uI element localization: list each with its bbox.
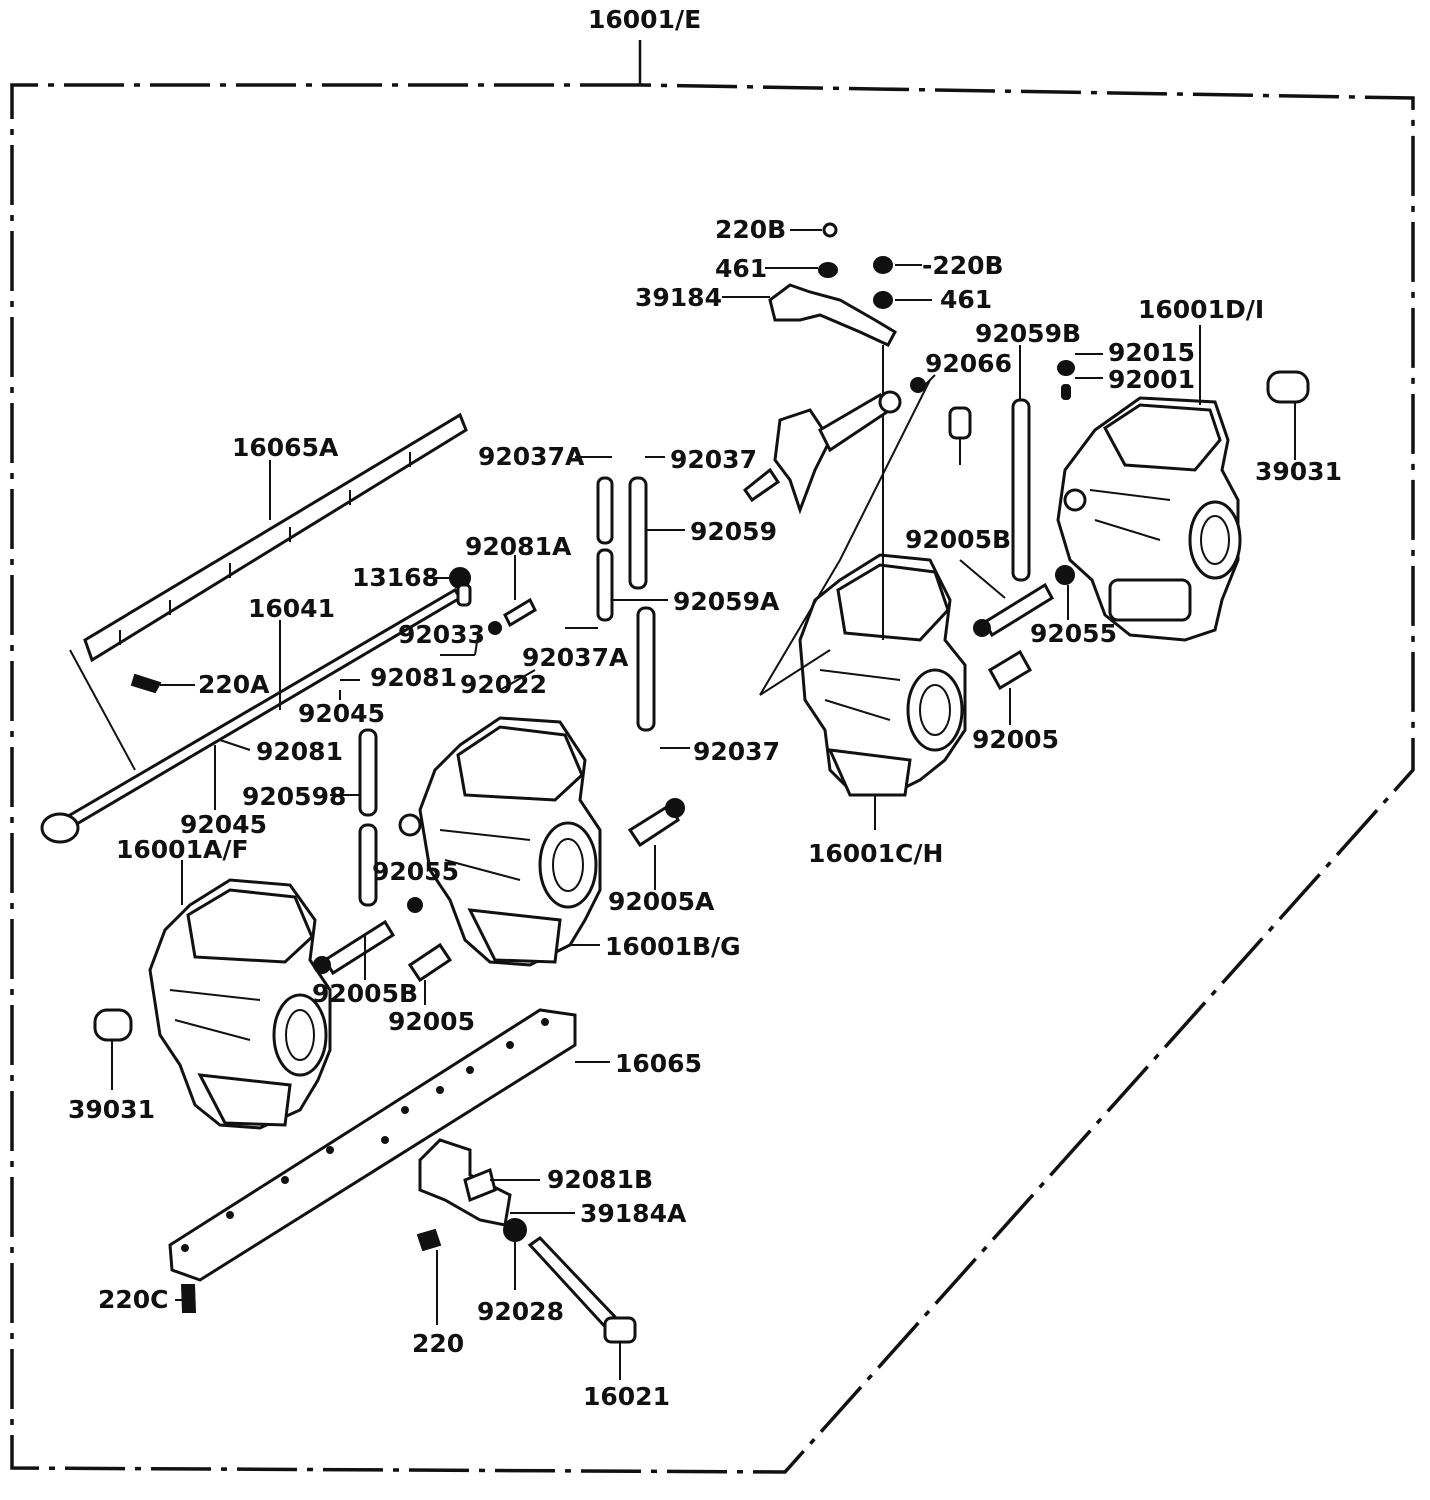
label-16001CH: 16001C/H [808,839,943,868]
label-92037-top: 92037 [670,445,757,474]
label-92045-a: 92045 [298,699,385,728]
oring-92001 [1061,384,1071,400]
label-39184: 39184 [635,283,722,312]
label-92005-right: 92005 [972,725,1059,754]
label-92055-right: 92055 [1030,619,1117,648]
label-92037A-mid: 92037A [522,643,629,672]
label-92005B-left: 92005B [312,979,418,1008]
label-92059B-right: 92059B [975,319,1081,348]
valve-92005B-left [313,919,396,976]
bracket-16065A [83,412,468,663]
label-16001DI: 16001D/I [1138,295,1264,324]
label-92081-a: 92081 [370,663,457,692]
tube-92059A-lower [636,606,656,732]
label-92081B: 92081B [547,1165,653,1194]
label-92005-left: 92005 [388,1007,475,1036]
label-92033: 92033 [398,620,485,649]
clip-92033 [488,621,502,635]
label-92059: 92059 [690,517,777,546]
label-461-a: 461 [715,254,767,283]
label-92081A: 92081A [465,532,572,561]
label-16021: 16021 [583,1382,670,1411]
tube-920598-left [358,728,378,907]
spring-92028 [503,1218,527,1242]
screw-220A [130,673,162,694]
label-92037A-top: 92037A [478,442,585,471]
screw-16021 [527,1236,637,1344]
part-labels: 16001/E 220B 461 39184 -220B 461 92059B … [68,5,1342,1411]
label-920598: 920598 [242,782,346,811]
label-92081-b: 92081 [256,737,343,766]
label-92028: 92028 [477,1297,564,1326]
fitting-13168 [449,567,472,607]
label-92005B-right: 92005B [905,525,1011,554]
fitting-92005A [627,798,685,848]
leader-lines [111,229,1296,1380]
label-92005A: 92005A [608,887,715,916]
carburetor-16001DI [1056,396,1242,642]
cap-39031-right [1266,370,1310,404]
label-92066: 92066 [925,349,1012,378]
bracket-39184A [418,1138,512,1227]
carburetor-16001AF [148,878,332,1130]
label-220A: 220A [198,670,270,699]
label-39031-right: 39031 [1255,457,1342,486]
spring-assembly-92066 [742,377,972,515]
carburetor-16001BG [398,716,602,967]
valve-92005B-right [973,582,1054,638]
label-16001AF: 16001A/F [116,835,249,864]
label-16065: 16065 [615,1049,702,1078]
label-92037-bot: 92037 [693,737,780,766]
tube-92059A-upper [596,476,614,622]
spring-92081A [503,597,537,628]
screw-220 [416,1228,442,1252]
assembly-frame [10,40,1415,1474]
label-16001BG: 16001B/G [605,932,741,961]
carburetor-16001CH [759,379,967,797]
label-16065A: 16065A [232,433,339,462]
tube-92059 [628,476,648,590]
label-92001: 92001 [1108,365,1195,394]
screw-92005-left [407,942,453,983]
assembly-title: 16001/E [588,5,701,34]
label-220B-b: -220B [922,251,1004,280]
cap-92015 [1057,360,1075,376]
tube-92059B-right [1011,398,1031,582]
screw-92005-right [987,649,1033,691]
label-220B-a: 220B [715,215,786,244]
washer-92055-right [1055,565,1075,585]
screw-220C [180,1284,197,1313]
label-92045-b: 92045 [180,810,267,839]
cap-39031-left [93,1008,133,1042]
label-220C: 220C [98,1285,169,1314]
label-92015: 92015 [1108,338,1195,367]
bracket-16065 [168,1008,577,1282]
label-92055-left: 92055 [372,857,459,886]
label-461-b: 461 [940,285,992,314]
label-13168: 13168 [352,563,439,592]
washer-92055-left [407,897,423,913]
label-92022: 92022 [460,670,547,699]
label-16041: 16041 [248,594,335,623]
label-39184A: 39184A [580,1199,687,1228]
label-39031-left: 39031 [68,1095,155,1124]
label-92059A: 92059A [673,587,780,616]
label-220: 220 [412,1329,464,1358]
